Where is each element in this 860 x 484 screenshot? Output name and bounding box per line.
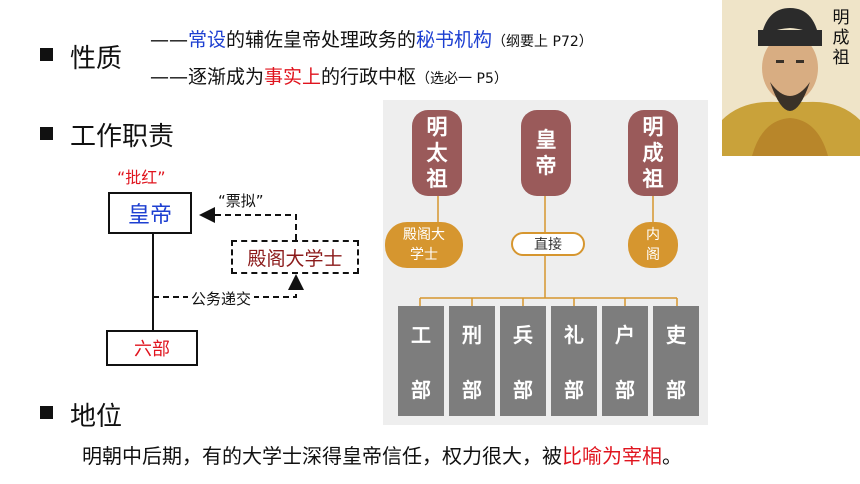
pill-direct: 直接 [511,232,585,256]
seal-emperor: 皇 帝 [521,110,571,196]
portrait-illustration [722,0,860,156]
pill-grand-secretary: 殿阁大 学士 [385,222,463,268]
six-ministries-box: 六部 [106,330,198,366]
grand-secretary-label: 殿阁大学士 [247,247,343,270]
pill-cabinet: 内 阁 [628,222,678,268]
dept-war: 兵部 [500,306,546,416]
nature-line-1: ——常设的辅佐皇帝处理政务的秘书机构（纲要上 P72） [150,29,593,51]
pihong-label: “批红” [117,168,166,187]
dept-justice: 刑部 [449,306,495,416]
bullet-status [40,406,53,419]
heading-nature: 性质 [70,44,123,74]
portrait-caption: 明 成 祖 [832,8,850,68]
piaoni-label: “票拟” [218,192,264,210]
emperor-box: 皇帝 [108,192,192,234]
seal-ming-chengzu: 明 成 祖 [628,110,678,196]
emperor-label: 皇帝 [127,203,172,228]
grand-secretary-box: 殿阁大学士 [231,240,359,274]
seal-ming-taizu: 明 太 祖 [412,110,462,196]
six-ministries-label: 六部 [134,339,170,360]
relay-label: 公务递交 [188,288,255,309]
emperor-portrait-image [722,0,860,156]
bullet-nature [40,48,53,61]
heading-duties: 工作职责 [70,122,175,152]
heading-status: 地位 [70,402,123,432]
dept-revenue: 户部 [602,306,648,416]
dept-works: 工部 [398,306,444,416]
dept-rites: 礼部 [551,306,597,416]
duties-flow-lines [152,207,304,334]
nature-line-2: ——逐渐成为事实上的行政中枢（选必一 P5） [150,66,508,88]
status-text: 明朝中后期，有的大学士深得皇帝信任，权力很大，被比喻为宰相。 [82,444,682,468]
bullet-duties [40,127,53,140]
dept-personnel: 吏部 [653,306,699,416]
